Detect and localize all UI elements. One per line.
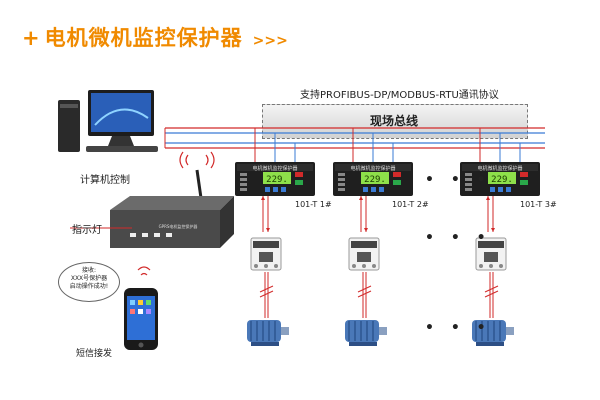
title-plus: + bbox=[22, 26, 41, 50]
gateway-text: GPRS电机监控保护器 bbox=[159, 223, 198, 229]
device-header-3: 电机微机监控保护器 bbox=[477, 165, 522, 172]
sms-label: 短信接发 bbox=[76, 349, 113, 359]
phone-icon bbox=[124, 288, 158, 350]
title-text: 电机微机监控保护器 bbox=[44, 26, 243, 50]
motor-icon-3 bbox=[472, 320, 514, 346]
device-display-1: 229. bbox=[266, 175, 288, 185]
device-display-3: 229. bbox=[491, 175, 513, 185]
device-id-1: 101-T 1# bbox=[295, 200, 332, 209]
contactor-icon-3 bbox=[475, 237, 507, 271]
protocol-label: 支持PROFIBUS-DP/MODBUS-RTU通讯协议 bbox=[300, 90, 499, 101]
motor-icon-1 bbox=[247, 320, 289, 346]
title-chevrons: >>> bbox=[252, 33, 288, 49]
ellipsis-row-3: • • • bbox=[425, 320, 492, 336]
gprs-gateway-icon bbox=[110, 196, 234, 248]
sms-bubble: 接收: XXX号保护器 启动操作成功! bbox=[58, 262, 120, 302]
computer-control-label: 计算机控制 bbox=[80, 175, 130, 186]
page-title: +电机微机监控保护器 >>> bbox=[22, 22, 288, 52]
contactor-icon-2 bbox=[348, 237, 380, 271]
protector-device-3: 电机微机监控保护器 229. bbox=[460, 128, 540, 346]
device-header-2: 电机微机监控保护器 bbox=[350, 165, 395, 172]
indicator-light-label: 指示灯 bbox=[72, 225, 102, 236]
computer-icon bbox=[58, 90, 158, 152]
sms-bubble-line2: XXX号保护器 bbox=[70, 275, 108, 282]
device-header-1: 电机微机监控保护器 bbox=[252, 165, 297, 172]
device-id-3: 101-T 3# bbox=[520, 200, 557, 209]
device-display-2: 229. bbox=[364, 175, 386, 185]
sms-bubble-line1: 接收: bbox=[81, 267, 97, 274]
protector-device-1: 电机微机监控保护器 229. bbox=[235, 128, 315, 346]
ellipsis-row-1: • • • bbox=[425, 172, 492, 188]
motor-icon-2 bbox=[345, 320, 387, 346]
fieldbus-label: 现场总线 bbox=[369, 114, 418, 128]
contactor-icon-1 bbox=[250, 237, 282, 271]
protector-device-2: 电机微机监控保护器 229. bbox=[333, 128, 413, 346]
sms-bubble-line3: 启动操作成功! bbox=[69, 283, 109, 290]
ellipsis-row-2: • • • bbox=[425, 230, 492, 246]
device-id-2: 101-T 2# bbox=[392, 200, 429, 209]
